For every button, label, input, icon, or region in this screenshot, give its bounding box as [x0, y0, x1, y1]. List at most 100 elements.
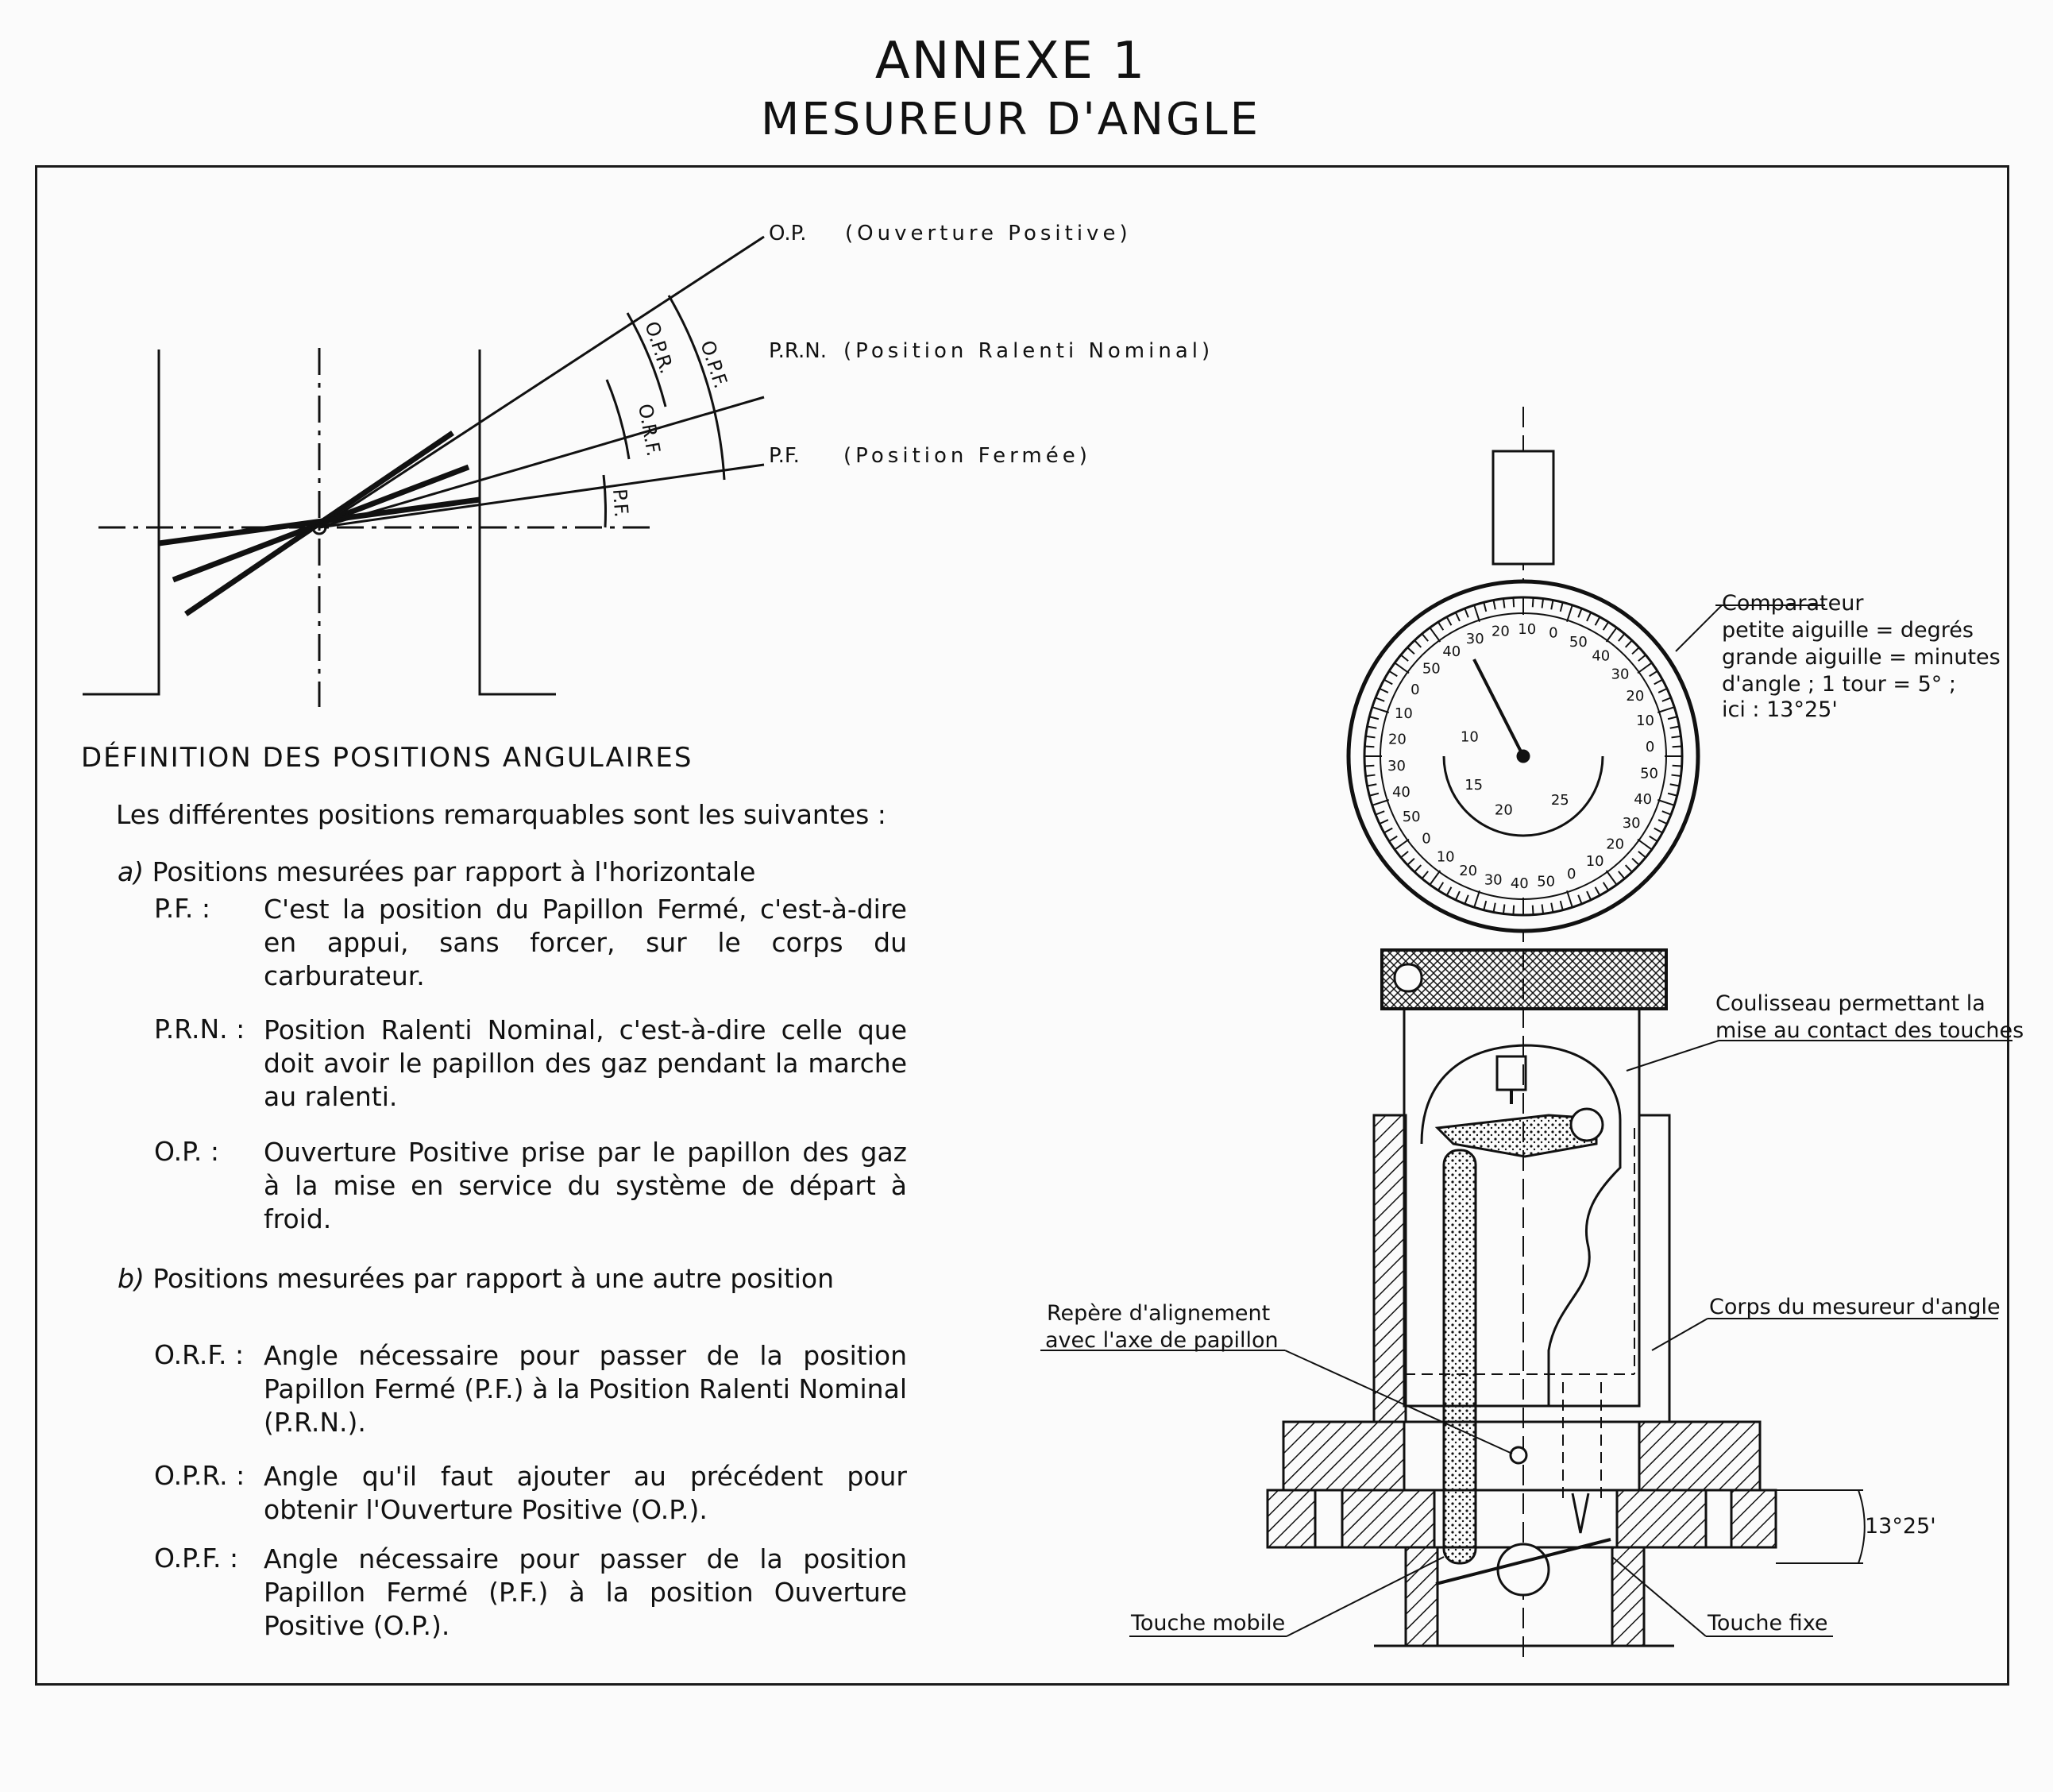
label-prn-abbr: P.R.N.: [769, 339, 827, 363]
dial-tick: [1671, 735, 1681, 739]
dial-outer-label: 30: [1611, 666, 1630, 682]
document-title: MESUREUR D'ANGLE: [761, 94, 1260, 145]
dial-tick: [1594, 616, 1601, 626]
dial-tick: [1649, 670, 1658, 678]
dial-tick: [1618, 871, 1626, 879]
dial-tick: [1421, 871, 1429, 879]
dial-tick: [1502, 598, 1506, 608]
touche-mobile-label: Touche mobile: [1131, 1611, 1286, 1636]
dial-tick: [1667, 792, 1677, 797]
def-opf: Angle nécessaire pour passer de la posit…: [264, 1543, 907, 1641]
abbr-orf: O.R.F. :: [154, 1339, 245, 1370]
dial-tick: [1657, 687, 1668, 693]
angle-gauge-drawing: [1040, 407, 2012, 1660]
dial-tick: [1586, 890, 1592, 901]
dial-tick: [1624, 639, 1633, 648]
dial-tick: [1429, 627, 1441, 643]
dial-tick: [1502, 904, 1506, 914]
dial-tick: [1437, 882, 1445, 891]
dial-tick: [1400, 851, 1409, 859]
dial-tick: [1383, 827, 1393, 834]
dial-outer-label: 0: [1567, 866, 1576, 882]
dial-tick: [1672, 745, 1682, 748]
dial-outer-label: 0: [1422, 831, 1430, 848]
dial-tick: [1541, 904, 1545, 914]
dial-outer-label: 30: [1623, 815, 1641, 832]
dial-tick: [1454, 890, 1461, 901]
throttle-positions-diagram: [83, 235, 765, 707]
dial-tick: [1605, 627, 1618, 643]
dial-outer-label: 10: [1636, 713, 1654, 729]
dial-tick: [1566, 890, 1573, 908]
dial-tick: [1394, 838, 1410, 851]
dial-tick: [1531, 597, 1534, 608]
dial-tick: [1586, 612, 1592, 622]
dial-tick: [1624, 864, 1633, 873]
dial-outer-label: 40: [1511, 875, 1529, 892]
dial-tick: [1577, 608, 1583, 618]
section-title: DÉFINITION DES POSITIONS ANGULAIRES: [81, 742, 693, 774]
dial-tick: [1669, 725, 1680, 729]
dial-outer-label: 50: [1403, 809, 1421, 825]
dial-tick: [1407, 857, 1415, 866]
abbr-opr: O.P.R. :: [154, 1460, 245, 1491]
dial-outer-label: 50: [1422, 660, 1441, 677]
comparateur-line-2: grande aiguille = minutes: [1722, 645, 2001, 670]
figure-frame: [35, 165, 2009, 1686]
dial-tick: [1367, 783, 1377, 787]
coulisseau-label-2: mise au contact des touches: [1715, 1018, 2024, 1043]
dial-tick: [1437, 621, 1445, 631]
dial-tick: [1661, 697, 1672, 702]
dial-tick: [1388, 670, 1398, 678]
dial-tick: [1559, 900, 1564, 910]
dial-inner-label: 15: [1464, 777, 1483, 794]
abbr-opf: O.P.F. :: [154, 1543, 239, 1574]
dial-tick: [1464, 608, 1469, 618]
dial-tick: [1464, 894, 1469, 905]
dial-tick: [1566, 604, 1573, 623]
dial-outer-label: 40: [1442, 643, 1461, 660]
dial-tick: [1638, 654, 1646, 662]
dial-tick: [1379, 819, 1389, 825]
subsection-a-marker: a): [118, 856, 145, 887]
position-labels: O.P. (Ouverture Positive) P.R.N. (Positi…: [769, 222, 1210, 468]
dial-outer-label: 30: [1484, 871, 1503, 888]
dial-outer-label: 20: [1606, 836, 1624, 853]
dial-tick: [1649, 835, 1658, 843]
dial-tick: [1394, 662, 1410, 674]
repere-label-2: avec l'axe de papillon: [1045, 1328, 1279, 1353]
dial-outer-label: 10: [1437, 849, 1455, 866]
dial-outer-label: 50: [1569, 634, 1588, 651]
dial-tick: [1657, 706, 1675, 713]
dial-tick: [1473, 604, 1480, 623]
dial-outer-label: 30: [1466, 631, 1484, 647]
dial-tick: [1671, 774, 1681, 778]
comparateur-line-1: petite aiguille = degrés: [1722, 618, 1974, 643]
dial-tick: [1577, 894, 1583, 905]
dial-tick: [1367, 725, 1377, 729]
dial-tick: [1657, 819, 1668, 825]
annex-number: ANNEXE 1: [874, 32, 1147, 91]
dial-tick: [1654, 827, 1663, 834]
dial-tick: [1669, 783, 1680, 787]
dial-outer-label: 20: [1626, 688, 1644, 705]
dial-tick: [1372, 706, 1390, 713]
dial-tick: [1492, 600, 1496, 610]
dial-outer-label: 10: [1518, 621, 1536, 638]
dial-tick: [1407, 647, 1415, 655]
dial-tick: [1512, 597, 1515, 608]
arc-labels: O.P.R. O.P.F. O.R.F. P.F.: [608, 319, 732, 518]
dial-outer-label: 0: [1646, 739, 1654, 755]
dial-tick: [1375, 697, 1385, 702]
dial-outer-label: 30: [1387, 758, 1406, 774]
dial-outer-label: 20: [1459, 863, 1477, 879]
dial-outer-label: 50: [1640, 765, 1658, 782]
subsection-b-marker: b): [118, 1263, 145, 1294]
dial-tick: [1512, 905, 1515, 915]
dial-tick: [1657, 799, 1675, 806]
dial-tick: [1388, 835, 1398, 843]
dial-tick: [1618, 633, 1626, 642]
dial-outer-label: 20: [1388, 732, 1407, 748]
dial-tick: [1414, 639, 1422, 648]
